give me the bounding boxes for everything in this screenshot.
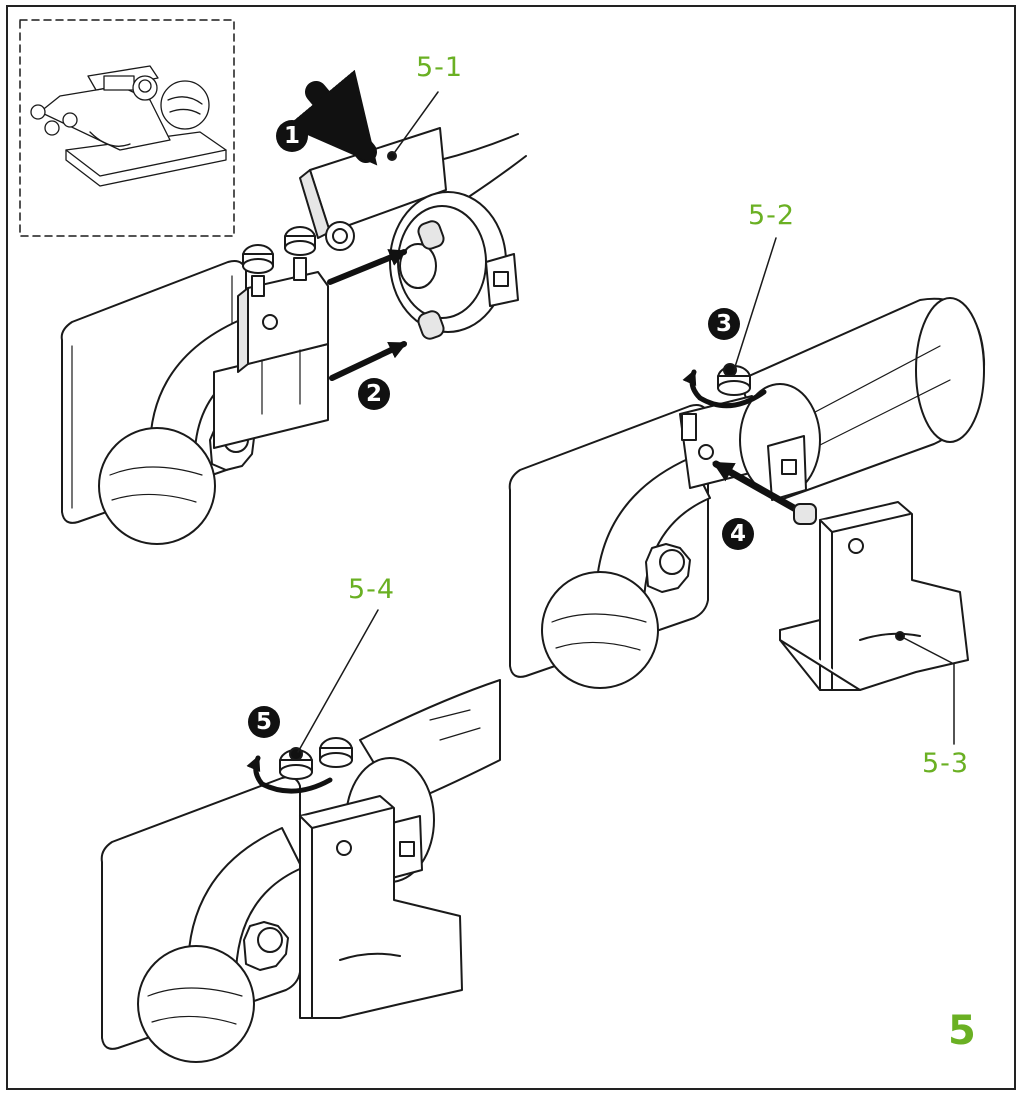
- step-marker-4: 4: [722, 518, 754, 550]
- step-marker-3: 3: [708, 308, 740, 340]
- step-marker-5: 5: [248, 706, 280, 738]
- callout-5-3: 5-3: [922, 748, 970, 779]
- callout-5-4: 5-4: [348, 574, 396, 605]
- assembly-step-1-2: [60, 69, 527, 545]
- callout-5-2: 5-2: [748, 200, 796, 231]
- step-marker-2: 2: [358, 378, 390, 410]
- figure-frame: [6, 5, 1016, 1090]
- callout-5-1: 5-1: [416, 52, 464, 83]
- step-marker-1: 1: [276, 120, 308, 152]
- assembly-step-3-4: [508, 237, 986, 745]
- figure-number: 5: [948, 1008, 976, 1054]
- inset-overview: [19, 19, 235, 237]
- assembly-step-5: [100, 609, 501, 1063]
